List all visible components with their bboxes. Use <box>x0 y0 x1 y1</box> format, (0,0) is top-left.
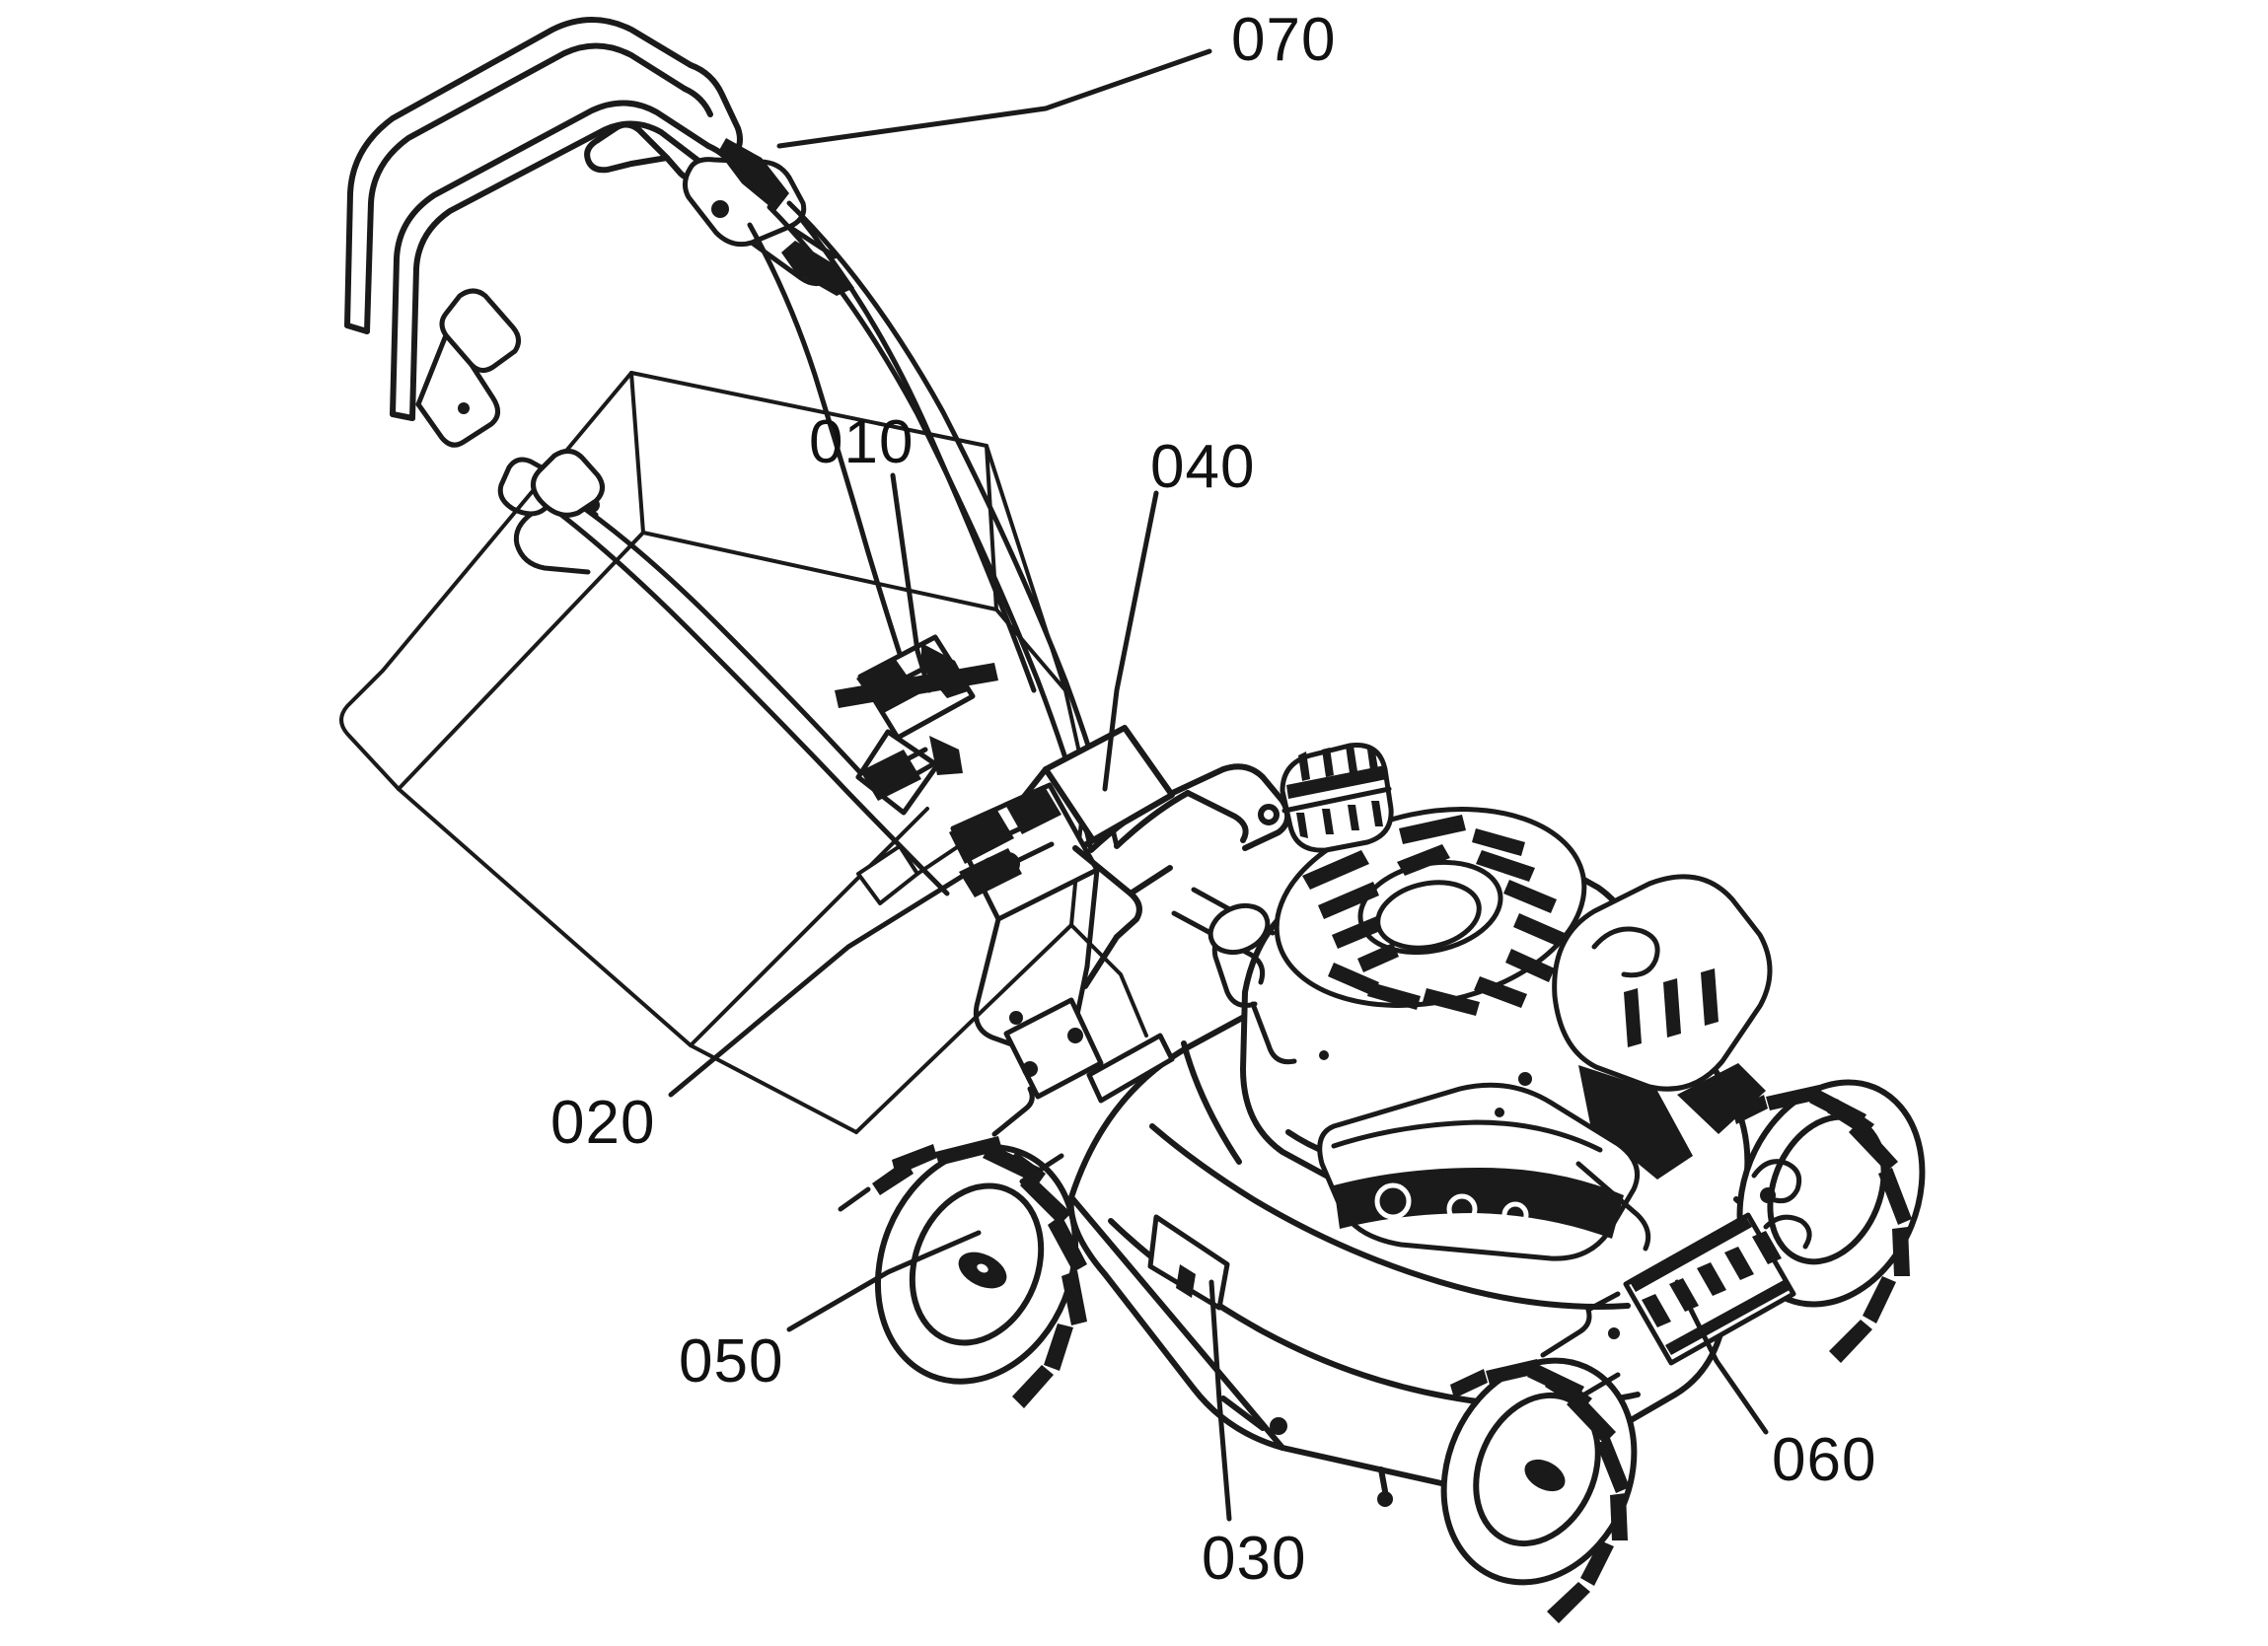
muffler-bolt-holes <box>1374 1182 1529 1229</box>
engine-detail-dots <box>1319 1050 1532 1117</box>
callout-label-070: 070 <box>1231 6 1337 74</box>
upper-handle-bar <box>344 17 711 421</box>
callout-label-010: 010 <box>809 408 915 476</box>
leader-040 <box>1102 490 1159 792</box>
air-filter-dark-base <box>1578 1063 1766 1180</box>
height-adjust-dark <box>949 785 1061 897</box>
leader-lines <box>668 48 1769 1522</box>
deck-front-tab <box>1147 1214 1230 1311</box>
rear-wheel-left-tread <box>1450 1359 1630 1623</box>
front-wheel-axle <box>838 1086 1064 1212</box>
cable-clamp-dark <box>835 643 998 801</box>
callout-label-050: 050 <box>679 1327 784 1396</box>
rear-wheel-right <box>1736 1079 1926 1308</box>
leader-010 <box>890 472 932 693</box>
leader-060 <box>1674 1279 1769 1435</box>
leader-030 <box>1208 1279 1232 1522</box>
air-filter-box <box>1552 874 1773 1092</box>
callout-label-020: 020 <box>550 1089 656 1157</box>
deck-slot <box>1086 1033 1175 1104</box>
handle-grip-left <box>415 288 521 448</box>
grass-bag-latch <box>531 449 605 518</box>
leader-070 <box>776 48 1212 149</box>
leader-050 <box>786 1230 982 1332</box>
front-wheel <box>874 1144 1079 1385</box>
lower-bracket-plate <box>1003 997 1104 1100</box>
callout-label-030: 030 <box>1202 1525 1307 1593</box>
leader-020 <box>668 857 991 1098</box>
rear-wheel-right-tread <box>1732 1085 1912 1363</box>
rear-wheel-left-axle <box>1540 1291 1621 1403</box>
callout-label-060: 060 <box>1772 1426 1877 1494</box>
height-adjust-lever-arm <box>1072 845 1173 989</box>
muffler-dark-band <box>1334 1168 1624 1239</box>
nameplate-mount-dot <box>1608 1187 1776 1339</box>
engine-linkage <box>1171 887 1651 1252</box>
rear-wheel-right-hub <box>1751 1159 1812 1250</box>
air-filter-louvers <box>1624 968 1719 1047</box>
callout-label-040: 040 <box>1150 433 1256 501</box>
fuel-cap-knurl <box>1286 746 1387 838</box>
front-wheel-tread <box>872 1136 1087 1408</box>
recoil-starter-fins <box>1302 815 1565 1016</box>
recoil-starter-hub <box>1375 880 1482 951</box>
